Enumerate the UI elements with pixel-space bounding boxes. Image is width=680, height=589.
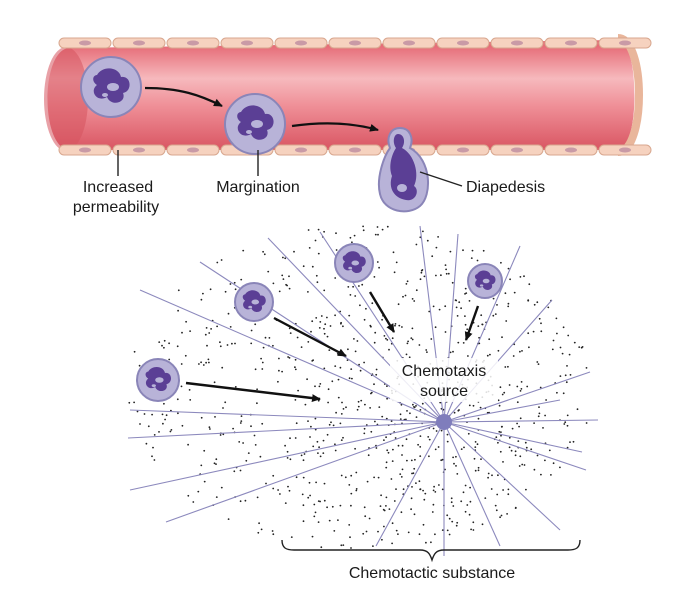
endothelial-nucleus bbox=[295, 147, 307, 153]
endothelium-top bbox=[58, 37, 652, 49]
chemotaxis-label-bg bbox=[390, 358, 498, 402]
endothelial-nucleus bbox=[295, 40, 307, 46]
substance-bracket bbox=[281, 539, 581, 563]
arrow-icon bbox=[144, 86, 223, 107]
label-increased: Increased bbox=[83, 179, 153, 196]
endothelial-nucleus bbox=[187, 40, 199, 46]
vessel-opening bbox=[44, 47, 88, 151]
endothelial-nucleus bbox=[619, 147, 631, 153]
leader-line bbox=[419, 171, 463, 187]
endothelial-nucleus bbox=[565, 147, 577, 153]
label-chemotactic-substance: Chemotactic substance bbox=[349, 565, 515, 582]
endothelial-nucleus bbox=[511, 40, 523, 46]
endothelial-nucleus bbox=[187, 147, 199, 153]
endothelial-nucleus bbox=[565, 40, 577, 46]
diapedesis-leukocyte-icon bbox=[378, 126, 430, 213]
blood-vessel bbox=[44, 34, 652, 156]
vessel-lumen bbox=[47, 40, 635, 150]
endothelial-nucleus bbox=[133, 147, 145, 153]
leukocyte-icon bbox=[234, 282, 274, 322]
arrow-icon bbox=[185, 381, 321, 403]
leukocyte-icon bbox=[80, 56, 142, 118]
endothelial-nucleus bbox=[619, 40, 631, 46]
endothelial-nucleus bbox=[457, 40, 469, 46]
arrow-icon bbox=[273, 316, 347, 358]
endothelial-nucleus bbox=[511, 147, 523, 153]
arrow-icon bbox=[291, 122, 379, 132]
arrow-icon bbox=[368, 291, 396, 333]
label-source: source bbox=[420, 383, 468, 400]
endothelial-nucleus bbox=[457, 147, 469, 153]
label-margination: Margination bbox=[216, 179, 300, 196]
label-diapedesis: Diapedesis bbox=[466, 179, 545, 196]
label-permeability: permeability bbox=[73, 199, 159, 216]
endothelial-nucleus bbox=[403, 40, 415, 46]
endothelial-nucleus bbox=[349, 40, 361, 46]
leukocyte-icon bbox=[467, 263, 503, 299]
arrow-icon bbox=[464, 305, 480, 341]
endothelial-nucleus bbox=[133, 40, 145, 46]
endothelial-nucleus bbox=[79, 147, 91, 153]
label-chemotaxis: Chemotaxis bbox=[402, 363, 486, 380]
chemotaxis-source bbox=[436, 414, 452, 430]
endothelial-nucleus bbox=[241, 40, 253, 46]
leukocyte-icon bbox=[334, 243, 374, 283]
endothelial-nucleus bbox=[349, 147, 361, 153]
endothelial-nucleus bbox=[79, 40, 91, 46]
leukocyte-icon bbox=[224, 93, 286, 155]
endothelium-bottom bbox=[58, 144, 652, 156]
leukocyte-icon bbox=[136, 358, 180, 402]
